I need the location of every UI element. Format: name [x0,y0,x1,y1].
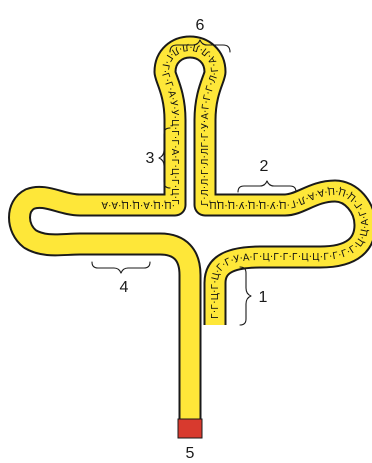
label-region-3: 3 [146,150,155,167]
bases-segment: У·Ц·Ц·У·Ц·Ц [216,199,275,210]
label-region-2: 2 [260,158,269,175]
label-region-1: 1 [259,289,268,306]
brace-region-1 [240,267,251,325]
acceptor-tip [178,419,202,438]
label-region-4: 4 [120,279,129,296]
label-region-6: 6 [196,17,205,34]
brace-region-4 [92,262,150,273]
brace-region-2 [238,181,296,192]
label-region-5: 5 [186,445,195,462]
bases-segment: Ц·А·Ц·Ц·А·А [101,199,161,210]
